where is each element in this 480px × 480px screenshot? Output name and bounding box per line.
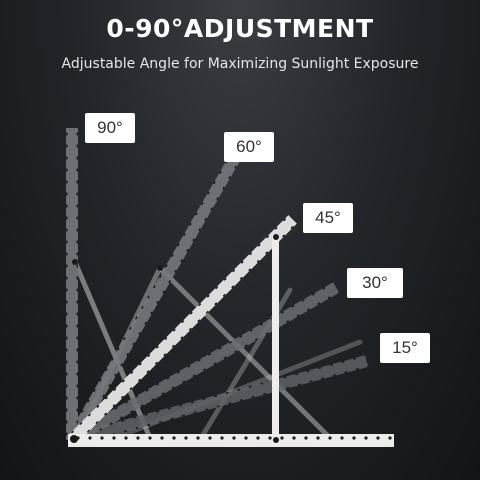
bolt-60 [157, 265, 163, 271]
rail-45 [67, 215, 297, 445]
label-15: 15° [380, 333, 430, 363]
bolt-leg [273, 437, 279, 443]
pivot-bolt [70, 435, 78, 443]
leg-45 [272, 235, 279, 440]
strut-60-a [157, 265, 333, 441]
base-rail [68, 434, 394, 447]
page-subtitle: Adjustable Angle for Maximizing Sunlight… [61, 56, 419, 72]
label-30: 30° [347, 268, 403, 298]
bolt-90 [72, 259, 78, 265]
rail-15 [70, 355, 369, 446]
label-60: 60° [224, 132, 274, 162]
label-45: 45° [303, 203, 353, 233]
rail-90 [66, 128, 78, 440]
rail-30 [69, 282, 340, 446]
rail-60 [66, 151, 243, 443]
label-90: 90° [85, 113, 135, 143]
bolt-45 [273, 234, 279, 240]
page-title: 0-90°ADJUSTMENT [106, 14, 374, 43]
